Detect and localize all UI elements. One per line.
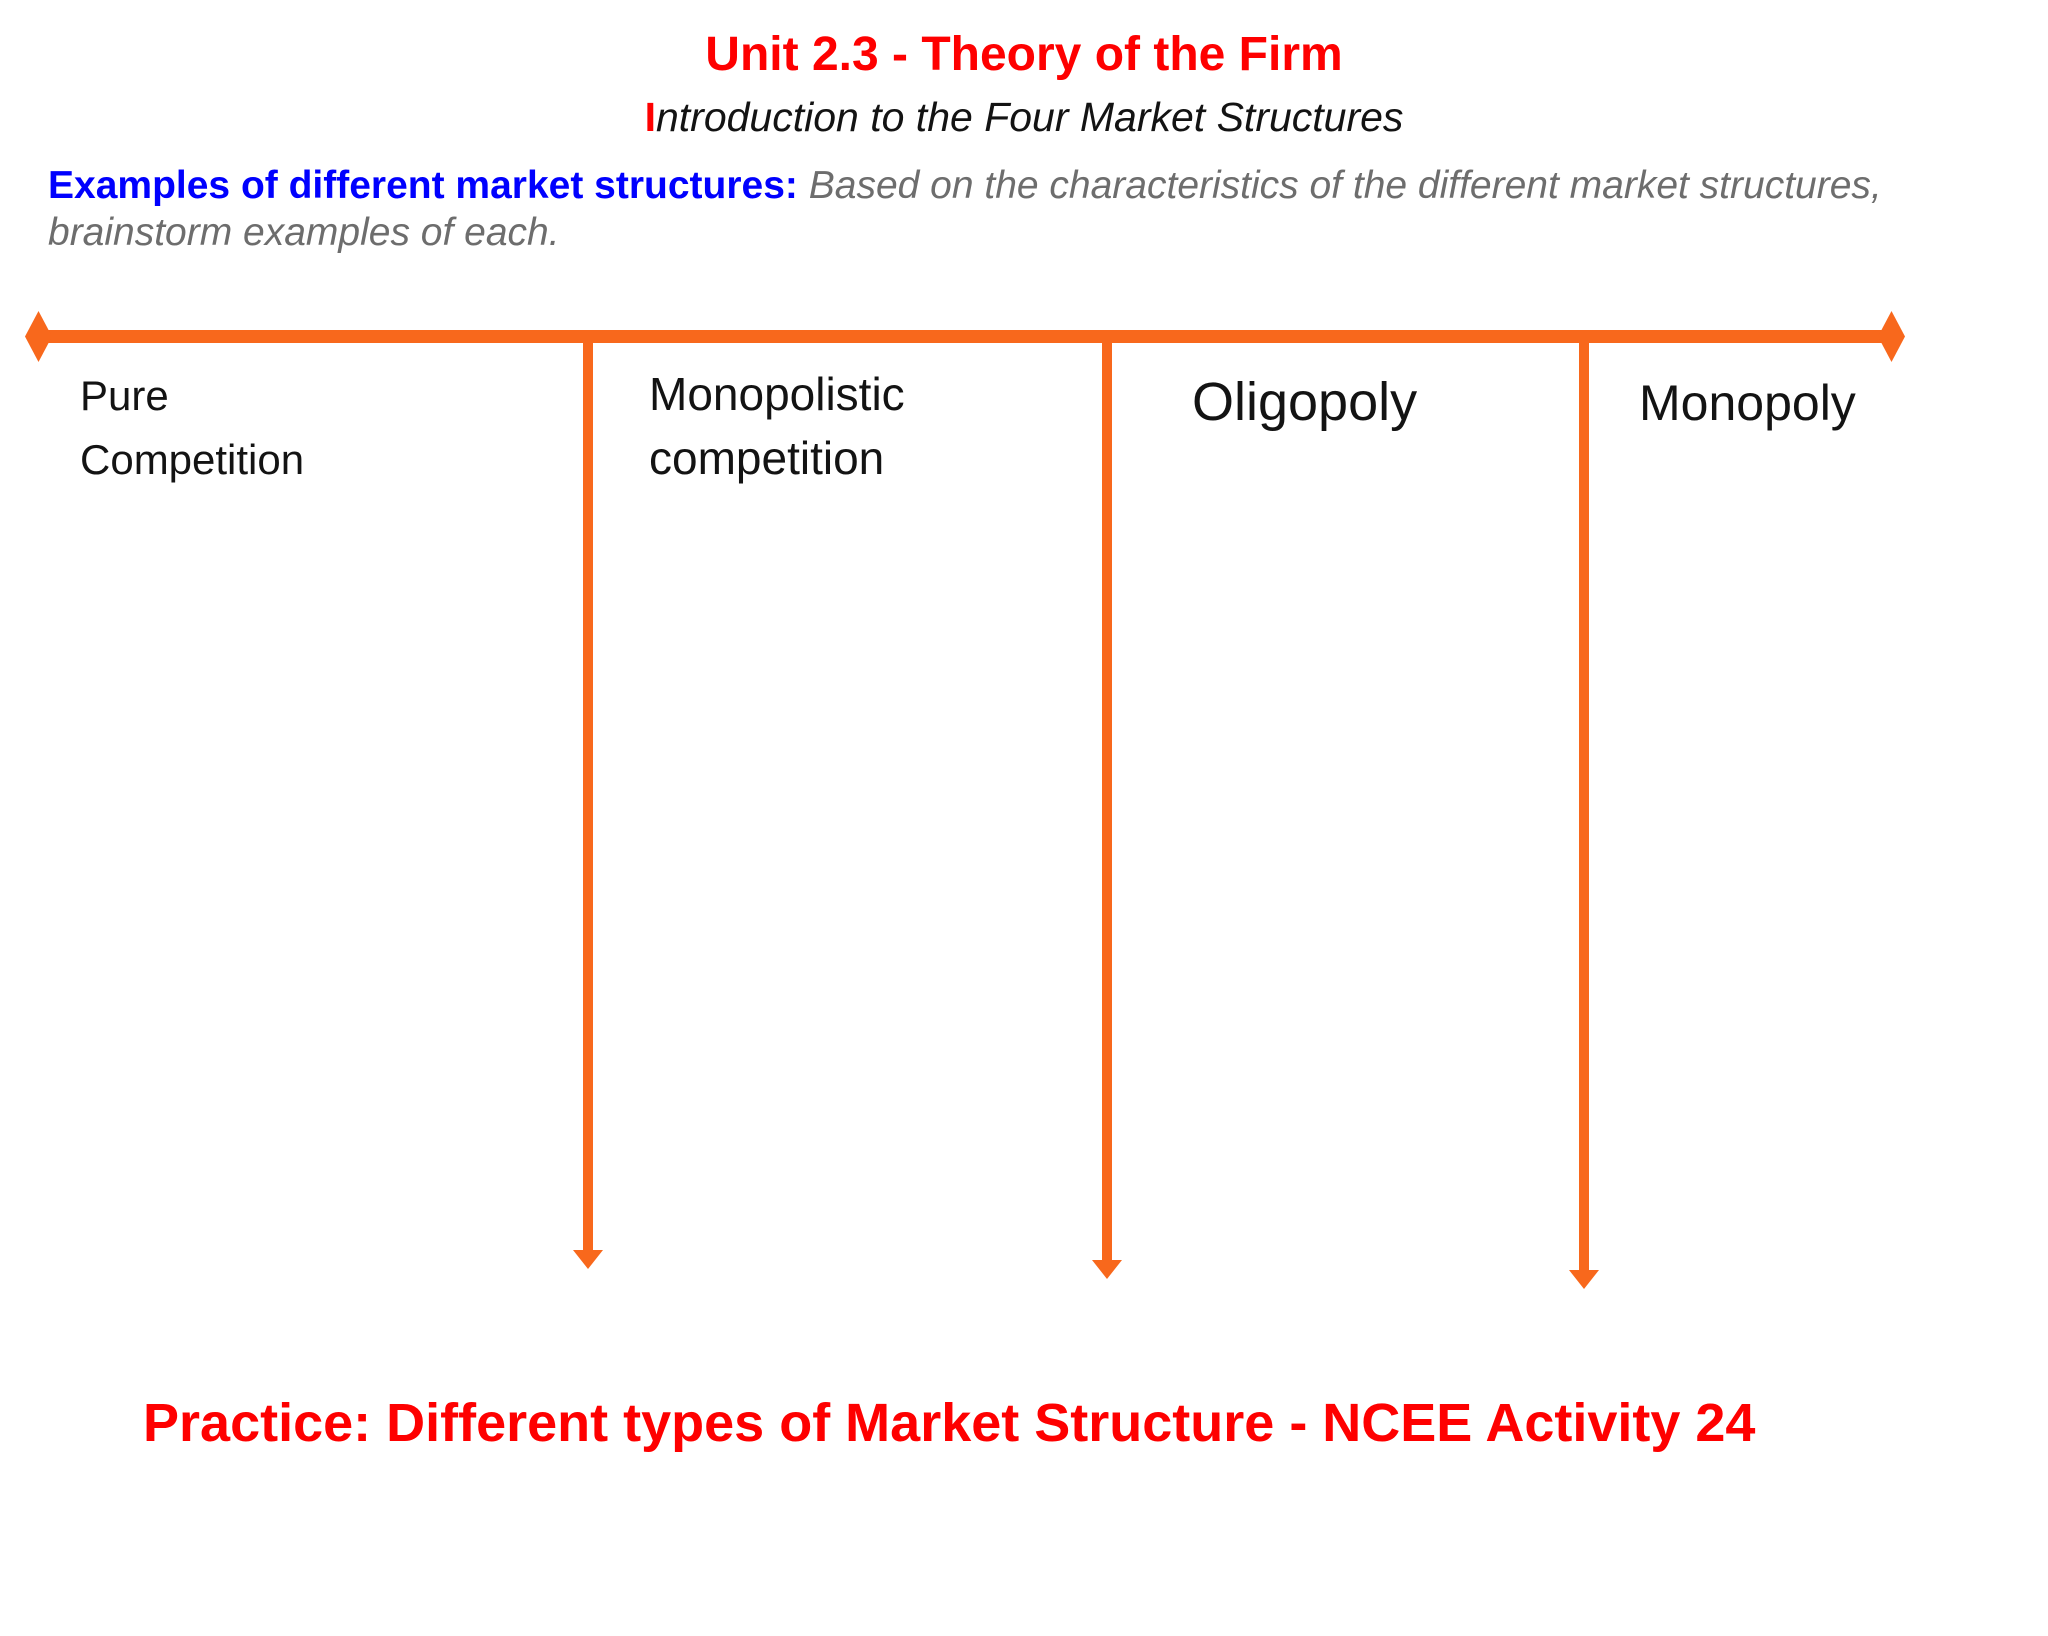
column-label-monopoly: Monopoly	[1639, 375, 1856, 431]
practice-heading: Practice: Different types of Market Stru…	[143, 1393, 1756, 1453]
instructions-body: Based on the characteristics of the diff…	[48, 164, 1882, 254]
arrow-shaft	[1579, 337, 1589, 1272]
arrow-shaft	[583, 337, 593, 1252]
column-label-monopolistic-competition: Monopolistic competition	[649, 368, 905, 484]
column-label-pure-competition: Pure Competition	[80, 372, 305, 483]
column-label-oligopoly: Oligopoly	[1192, 372, 1418, 432]
down-arrowhead-icon	[573, 1250, 603, 1269]
subtitle-initial-letter: I	[644, 94, 656, 140]
down-arrowhead-icon	[1569, 1270, 1599, 1289]
down-arrowhead-icon	[1092, 1260, 1122, 1279]
instructions-label: Examples of different market structures:	[48, 164, 798, 207]
spectrum-left-diamond-endpoint-icon	[25, 311, 52, 362]
arrow-shaft	[1102, 337, 1112, 1262]
subtitle-text: ntroduction to the Four Market Structure…	[655, 94, 1404, 140]
instructions-paragraph: Examples of different market structures:…	[48, 162, 1998, 256]
page-title: Unit 2.3 - Theory of the Firm	[705, 28, 1343, 81]
spectrum-right-diamond-endpoint-icon	[1878, 311, 1905, 362]
page-subtitle: Introduction to the Four Market Structur…	[0, 92, 2048, 142]
spectrum-horizontal-line	[38, 330, 1891, 343]
